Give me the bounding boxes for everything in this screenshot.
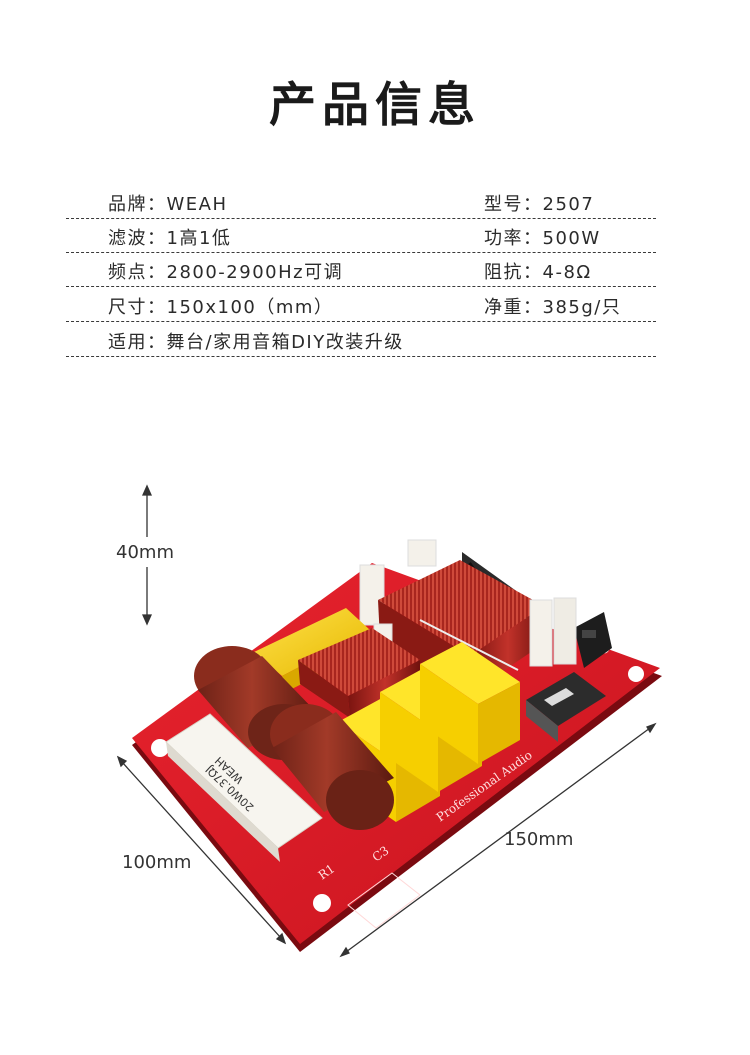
- spec-row-brand: 品牌：WEAH 型号：2507: [66, 184, 656, 219]
- width-arrow: [339, 722, 657, 958]
- spec-brand: 品牌：WEAH: [108, 194, 228, 215]
- spec-frequency: 频点：2800-2900Hz可调: [108, 262, 344, 283]
- depth-label: 100mm: [122, 852, 192, 873]
- spec-impedance: 阻抗：4-8Ω: [484, 262, 592, 283]
- spec-usage: 适用：舞台/家用音箱DIY改装升级: [108, 332, 404, 353]
- page-title: 产品信息: [269, 78, 481, 133]
- height-arrow: [141, 484, 153, 626]
- spec-weight: 净重：385g/只: [484, 297, 622, 318]
- spec-filter: 滤波：1高1低: [108, 228, 232, 249]
- spec-row-usage: 适用：舞台/家用音箱DIY改装升级: [66, 322, 656, 357]
- terminal-block: [574, 612, 612, 668]
- height-label: 40mm: [116, 542, 174, 563]
- resistor-ceramic: WEAH 20W0.37ΩJ: [165, 713, 323, 862]
- width-label: 150mm: [504, 829, 574, 850]
- spec-row-frequency: 频点：2800-2900Hz可调 阻抗：4-8Ω: [66, 252, 656, 287]
- selector-switch: [526, 672, 606, 742]
- capacitor-yellow-block-3: [420, 642, 520, 764]
- spec-size: 尺寸：150x100（mm）: [108, 297, 334, 318]
- spec-model: 型号：2507: [484, 194, 595, 215]
- spec-power: 功率：500W: [484, 228, 601, 249]
- spec-row-size: 尺寸：150x100（mm） 净重：385g/只: [66, 287, 656, 322]
- depth-arrow: [116, 755, 287, 945]
- spec-row-filter: 滤波：1高1低 功率：500W: [66, 218, 656, 253]
- capacitor-brown-2: [270, 704, 394, 830]
- inductor-small: [298, 623, 422, 718]
